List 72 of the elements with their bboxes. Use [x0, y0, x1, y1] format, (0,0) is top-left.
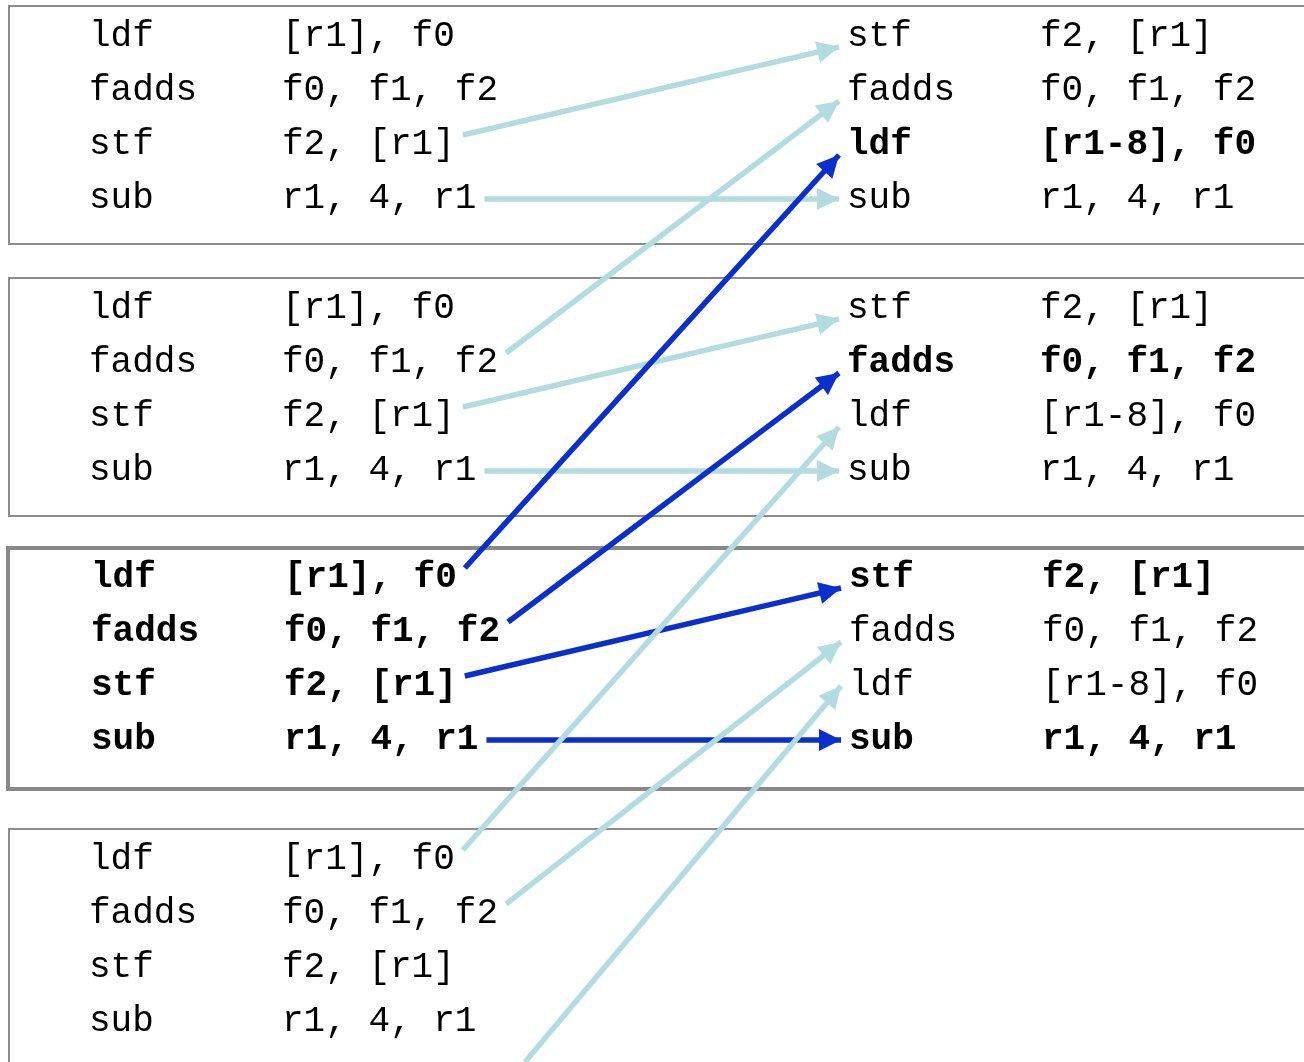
instruction-opcode: ldf: [89, 15, 155, 59]
instruction-operands: [r1-8], f0: [1040, 396, 1257, 437]
instruction-operands: r1, 4, r1: [1040, 450, 1235, 491]
instruction-operands: [r1], f0: [282, 839, 455, 880]
instruction-opcode: sub: [91, 718, 157, 762]
instruction-opcode: fadds: [849, 610, 959, 654]
instruction-operands: [r1], f0: [282, 16, 455, 57]
code-block-frame: [6, 546, 1304, 791]
instruction-opcode: ldf: [847, 123, 913, 167]
instruction-operands: f2, [r1]: [282, 947, 455, 988]
instruction-opcode: stf: [849, 556, 915, 600]
instruction-operands: [r1], f0: [284, 557, 457, 598]
code-block-frame: [8, 277, 1304, 517]
instruction-operands: [r1-8], f0: [1042, 665, 1259, 706]
arrow: [522, 684, 844, 1062]
instruction-operands: f2, [r1]: [282, 396, 455, 437]
instruction-operands: f2, [r1]: [1042, 557, 1215, 598]
instruction-opcode: ldf: [847, 395, 913, 439]
instruction-opcode: fadds: [89, 69, 199, 113]
instruction-operands: f2, [r1]: [282, 124, 455, 165]
instruction-operands: f2, [r1]: [284, 665, 457, 706]
arrow: [504, 639, 843, 907]
instruction-operands: f0, f1, f2: [1040, 70, 1257, 111]
instruction-operands: r1, 4, r1: [284, 719, 479, 760]
instruction-operands: [r1-8], f0: [1040, 124, 1257, 165]
instruction-opcode: ldf: [849, 664, 915, 708]
instruction-operands: f0, f1, f2: [282, 70, 499, 111]
instruction-opcode: sub: [89, 449, 155, 493]
arrow: [462, 153, 842, 570]
instruction-opcode: ldf: [89, 287, 155, 331]
instruction-operands: f2, [r1]: [1040, 16, 1213, 57]
instruction-opcode: fadds: [89, 892, 199, 936]
instruction-operands: f0, f1, f2: [284, 611, 501, 652]
instruction-opcode: sub: [89, 177, 155, 221]
instruction-opcode: stf: [89, 946, 155, 990]
instruction-opcode: fadds: [847, 341, 957, 385]
arrow: [460, 425, 842, 852]
arrow: [484, 188, 839, 210]
instruction-operands: r1, 4, r1: [1042, 719, 1237, 760]
instruction-opcode: stf: [89, 123, 155, 167]
instruction-opcode: sub: [847, 449, 913, 493]
instruction-operands: r1, 4, r1: [1040, 178, 1235, 219]
instruction-opcode: stf: [89, 395, 155, 439]
instruction-opcode: ldf: [91, 556, 157, 600]
instruction-opcode: fadds: [847, 69, 957, 113]
arrow: [486, 729, 841, 751]
instruction-opcode: stf: [847, 15, 913, 59]
arrow: [462, 313, 840, 410]
instruction-operands: f0, f1, f2: [1042, 611, 1259, 652]
instruction-opcode: ldf: [89, 838, 155, 882]
instruction-operands: r1, 4, r1: [282, 450, 477, 491]
arrow: [504, 98, 841, 356]
instruction-operands: f0, f1, f2: [282, 342, 499, 383]
code-block-frame: [8, 5, 1304, 245]
instruction-operands: f2, [r1]: [1040, 288, 1213, 329]
arrow: [484, 460, 839, 482]
arrow: [506, 370, 841, 625]
arrow: [464, 582, 842, 679]
instruction-opcode: fadds: [91, 610, 201, 654]
instruction-opcode: stf: [91, 664, 157, 708]
instruction-operands: r1, 4, r1: [282, 178, 477, 219]
code-block-frame: [8, 828, 1304, 1062]
instruction-operands: f0, f1, f2: [1040, 342, 1257, 383]
instruction-opcode: stf: [847, 287, 913, 331]
instruction-opcode: sub: [849, 718, 915, 762]
instruction-operands: f0, f1, f2: [282, 893, 499, 934]
instruction-operands: r1, 4, r1: [282, 1001, 477, 1042]
instruction-operands: [r1], f0: [282, 288, 455, 329]
arrow: [462, 41, 840, 138]
instruction-opcode: sub: [89, 1000, 155, 1044]
instruction-opcode: sub: [847, 177, 913, 221]
instruction-opcode: fadds: [89, 341, 199, 385]
